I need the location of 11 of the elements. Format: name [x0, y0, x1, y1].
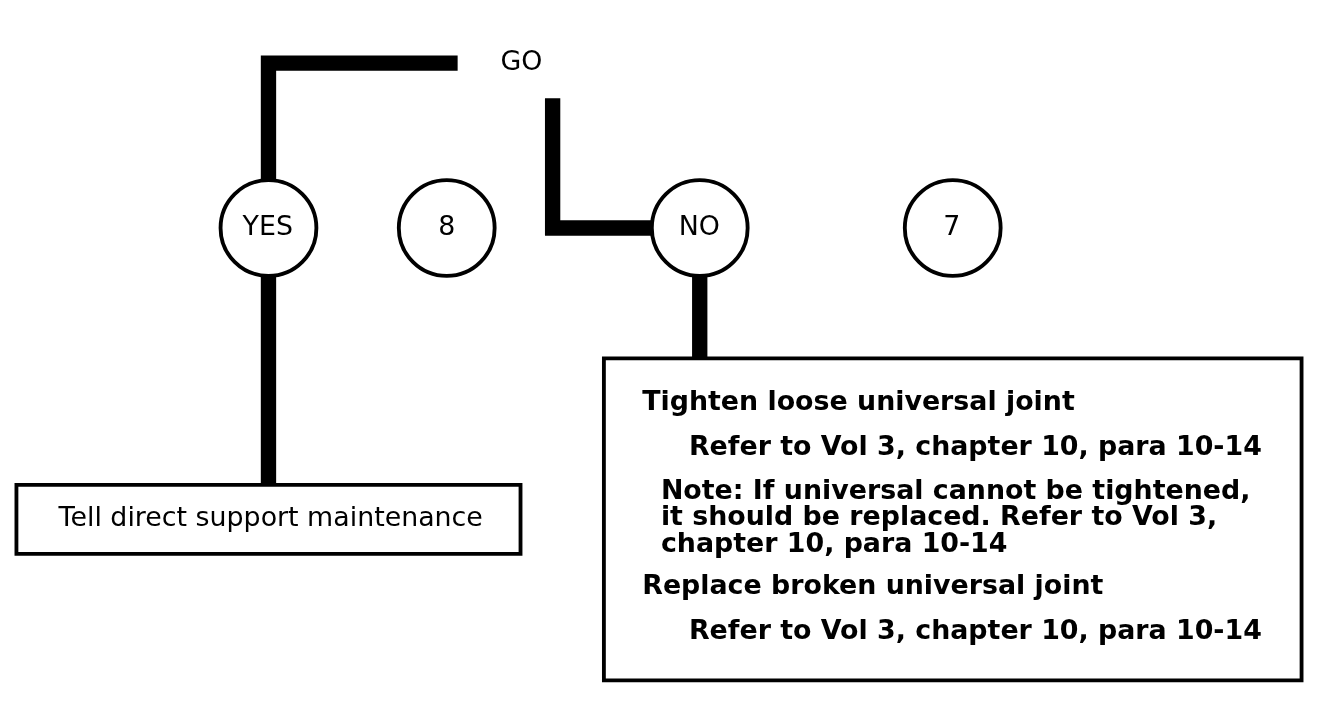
node-box: Tighten loose universal joint Refer to Vol 3, chapter 10, para 10-14 Note: If universal cannot be tightened, it should be replaced. Refer to Vol 3, chapter 10, para 10-14 Replace broken universal joint Refer to Vol 3, chapter 10, para 10-14	[602, 355, 1304, 682]
node-circle: NO	[649, 177, 750, 278]
node-circle: YES	[218, 177, 319, 278]
node-circle: 8	[396, 177, 497, 278]
connector	[544, 97, 652, 236]
node-box: Tell direct support maintenance	[14, 482, 523, 556]
node-text: GO	[500, 44, 543, 76]
node-circle: 7	[902, 177, 1003, 278]
connector	[692, 275, 708, 358]
connector	[260, 275, 277, 484]
connector	[260, 55, 458, 179]
